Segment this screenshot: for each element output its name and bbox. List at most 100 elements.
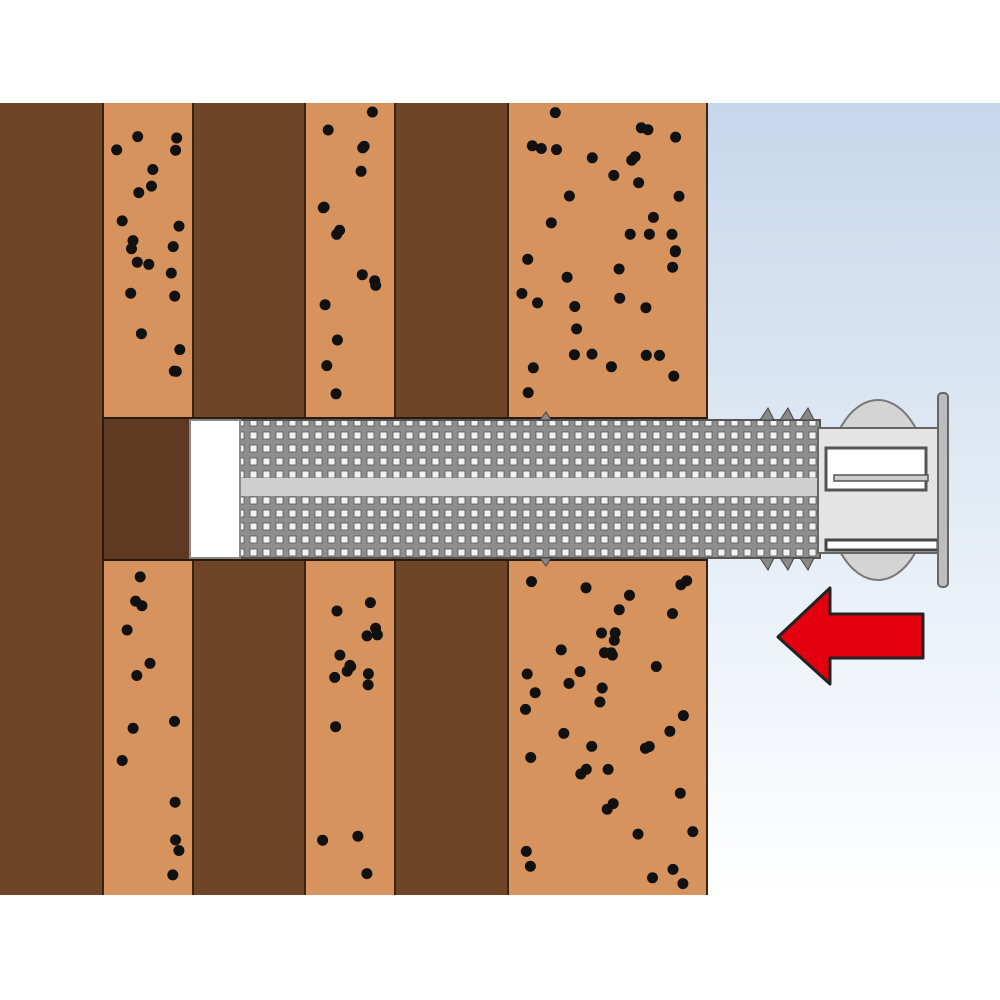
pore xyxy=(174,344,186,356)
pore xyxy=(127,722,139,734)
pore xyxy=(116,215,128,227)
pore xyxy=(629,151,641,163)
pore xyxy=(131,256,143,268)
pore xyxy=(632,828,644,840)
pore xyxy=(334,649,346,661)
pore xyxy=(586,152,598,164)
pore xyxy=(525,752,537,763)
pore xyxy=(341,665,353,677)
pore xyxy=(558,727,570,739)
pore xyxy=(111,144,123,156)
pore xyxy=(361,868,373,880)
pore xyxy=(362,668,374,680)
pore xyxy=(527,362,539,374)
pore xyxy=(609,627,621,639)
pores xyxy=(111,106,699,890)
pore xyxy=(165,267,177,279)
pore xyxy=(520,845,532,857)
pore xyxy=(524,860,536,872)
pore xyxy=(136,600,148,612)
pore xyxy=(601,803,613,815)
pore xyxy=(574,666,586,678)
pore xyxy=(681,575,693,587)
pore xyxy=(522,253,534,265)
pore xyxy=(355,165,367,177)
pore xyxy=(170,144,182,156)
pore xyxy=(116,755,128,766)
pore xyxy=(561,271,573,283)
pore xyxy=(667,608,678,620)
pore xyxy=(529,687,541,699)
pore xyxy=(575,768,587,780)
pore xyxy=(563,677,575,689)
pore xyxy=(169,796,181,808)
pore xyxy=(170,365,182,377)
pore xyxy=(654,349,665,361)
pore xyxy=(624,589,635,601)
pore xyxy=(133,187,145,199)
pore xyxy=(640,349,652,361)
pore xyxy=(370,279,382,291)
pore xyxy=(143,258,155,270)
pore xyxy=(521,668,533,680)
pore xyxy=(171,132,183,144)
pore xyxy=(674,787,686,799)
pore xyxy=(666,228,678,240)
pore xyxy=(647,211,659,223)
pore xyxy=(362,679,374,691)
pore xyxy=(330,388,342,400)
pore xyxy=(146,180,157,192)
pore xyxy=(568,349,580,361)
pore xyxy=(650,661,662,672)
pore xyxy=(144,657,156,669)
pore xyxy=(677,710,689,722)
pore xyxy=(594,696,606,708)
pore xyxy=(331,228,343,240)
pore xyxy=(330,721,342,733)
pore xyxy=(520,703,531,715)
pore xyxy=(563,190,575,202)
pore xyxy=(605,361,617,373)
pore xyxy=(647,872,658,884)
pore xyxy=(125,287,137,299)
pore xyxy=(366,106,378,118)
pore xyxy=(569,301,581,312)
pore xyxy=(606,649,618,661)
pore xyxy=(633,177,645,189)
pore xyxy=(173,220,185,232)
pore xyxy=(370,622,382,634)
pore xyxy=(614,292,626,304)
pore xyxy=(321,360,333,372)
pore xyxy=(669,245,681,257)
pore xyxy=(643,741,655,752)
pore xyxy=(545,217,557,229)
pore xyxy=(667,863,679,875)
pore xyxy=(580,582,592,594)
mesh-sleeve-anchor-icon xyxy=(189,392,949,588)
pore xyxy=(317,202,329,214)
pore xyxy=(549,107,561,119)
pore xyxy=(677,878,689,890)
pore xyxy=(126,243,137,255)
pore xyxy=(132,131,144,143)
pore xyxy=(608,169,620,181)
pore xyxy=(613,604,625,616)
pore xyxy=(624,228,636,240)
pore xyxy=(352,830,364,842)
pore xyxy=(668,370,680,382)
pore xyxy=(555,644,567,656)
pore xyxy=(643,228,655,240)
pore xyxy=(319,299,331,311)
pore xyxy=(169,290,181,302)
pore xyxy=(173,845,185,856)
pore xyxy=(147,164,159,175)
pore xyxy=(640,302,652,314)
pore xyxy=(602,763,614,775)
pore xyxy=(586,740,598,752)
pore xyxy=(571,323,583,335)
pore xyxy=(361,630,373,642)
pore xyxy=(317,834,329,846)
pore xyxy=(167,869,179,881)
pore xyxy=(170,834,181,846)
